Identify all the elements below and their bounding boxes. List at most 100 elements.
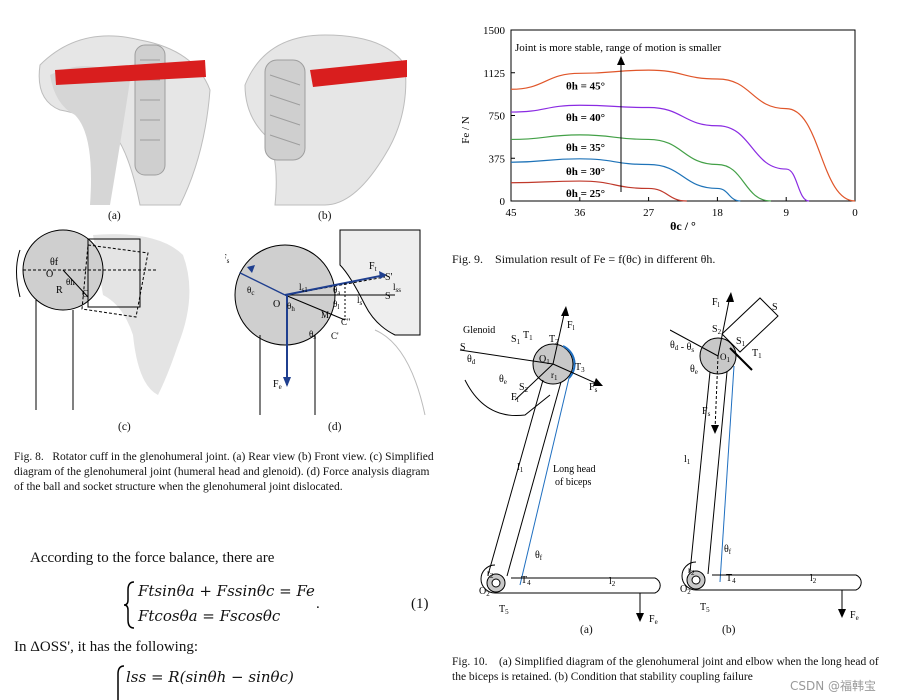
fig8-sublabel-c: (c) — [118, 421, 131, 433]
chart-xtick-label: 27 — [643, 207, 655, 219]
f10a-label-Fe: Fe — [649, 614, 658, 626]
chart-plot-frame — [510, 29, 856, 202]
f10b-label-thetads: θd - θs — [670, 340, 694, 354]
f10b-label-Fl: Fl — [712, 297, 720, 309]
d-label-S: S — [385, 291, 391, 302]
f10a-label-O1: O1 — [539, 354, 550, 366]
f10a-label-T5: T5 — [499, 604, 509, 616]
eq2-brace — [117, 665, 125, 700]
chart-series-line — [510, 134, 771, 202]
fig8-caption-text: Rotator cuff in the glenohumeral joint. … — [14, 451, 434, 493]
f10b-label-O2: O2 — [680, 584, 691, 596]
chart-ytick-label: 1500 — [483, 25, 506, 37]
fig10-diagram-b: Fl S S2 θd - θs S1 O1 T1 θe Fs l1 θf r2 … — [670, 292, 862, 622]
fig8-sublabel-d: (d) — [328, 421, 342, 433]
para-force-balance: According to the force balance, there ar… — [30, 550, 275, 566]
d-label-thetac: θc — [247, 285, 254, 297]
f10a-label-glenoid: Glenoid — [463, 325, 495, 336]
f10b-label-Fe: Fe — [850, 610, 859, 622]
fig9-caption: Fig. 9. Simulation result of Fe = f(θc) … — [452, 252, 892, 267]
chart-xtick-label: 9 — [783, 207, 789, 219]
f10b-label-thetaf: θf — [724, 544, 732, 556]
f10b-label-l2: l2 — [810, 573, 817, 585]
f10b-label-T1: T1 — [752, 348, 762, 360]
chart-series-line — [510, 69, 856, 202]
chart-ytick-label: 750 — [489, 111, 506, 123]
chart-xtick-label: 45 — [506, 207, 518, 219]
chart-ytick-label: 1125 — [483, 68, 505, 80]
chart-ytick-label: 0 — [500, 196, 506, 208]
chart-series-label: θh = 45° — [566, 80, 605, 92]
f10a-label-T3: T3 — [575, 362, 585, 374]
f10a-label-S2: S2 — [519, 382, 529, 394]
d-label-Fs: Fs — [225, 253, 230, 265]
watermark: CSDN @福韩宝 — [790, 679, 877, 693]
d-label-ls: ls — [357, 295, 363, 307]
fig8-sublabel-b: (b) — [318, 210, 332, 222]
fig8-photo-a — [20, 5, 215, 210]
eq1-brace — [123, 581, 135, 629]
f10a-label-ofbiceps: of biceps — [555, 477, 591, 488]
f10a-label-Ft: Ft — [511, 392, 519, 404]
eq1-number: (1) — [411, 596, 429, 612]
chart-ylabel: Fe / N — [460, 116, 472, 144]
fig10-sublabel-b: (b) — [722, 624, 736, 636]
f10a-label-l1: l1 — [517, 462, 524, 474]
c-label-O: O — [46, 269, 53, 280]
fig8-caption: Fig. 8. Rotator cuff in the glenohumeral… — [14, 450, 434, 495]
chart-series-label: θh = 25° — [566, 188, 605, 200]
fig10-diagram-a: Fl Glenoid S1 T1 T2 S θd O1 T3 r1 θe S2 … — [459, 306, 661, 626]
c-label-R: R — [56, 285, 63, 296]
d-label-Ft: Ft — [369, 261, 377, 273]
f10a-label-r1: r1 — [551, 370, 558, 382]
d-label-M: M — [321, 310, 329, 320]
c-label-thetaf: θf — [50, 257, 59, 268]
chart-series-label: θh = 30° — [566, 166, 605, 178]
d-label-thetaa: θa — [333, 285, 341, 297]
c-label-thetah: θh — [66, 277, 75, 287]
fig8-caption-label: Fig. 8. — [14, 451, 44, 463]
f10b-label-S: S — [772, 302, 778, 313]
f10b-label-Fs: Fs — [702, 406, 711, 418]
d-label-thetal: θl — [333, 299, 339, 311]
f10a-label-T2: T2 — [549, 334, 559, 346]
chart-xtick-label: 0 — [852, 207, 858, 219]
chart-series-label: θh = 40° — [566, 112, 605, 124]
chart-series-line — [510, 104, 810, 202]
f10a-label-Fl: Fl — [567, 320, 575, 332]
f10a-label-T1top: T1 — [523, 330, 533, 342]
chart-series-line — [510, 158, 741, 202]
f10b-label-S2: S2 — [712, 324, 722, 336]
d-label-O: O — [273, 299, 280, 310]
fig8-sublabel-a: (a) — [108, 210, 121, 222]
f10a-label-O2: O2 — [479, 586, 490, 598]
fig9-caption-label: Fig. 9. — [452, 252, 484, 266]
eq1-line2: Ftcosθa = Fscosθc — [138, 607, 281, 625]
f10b-label-T5: T5 — [700, 602, 710, 614]
eq2-line1: lss = R(sinθh − sinθc) — [126, 668, 294, 686]
chart-series-label: θh = 35° — [566, 142, 605, 154]
f10a-label-thetad: θd — [467, 354, 476, 366]
eq1-dot: . — [316, 596, 320, 612]
chart-xtick-label: 18 — [712, 207, 724, 219]
f10a-label-longhead: Long head — [553, 464, 596, 475]
chart-xtick-label: 36 — [574, 207, 586, 219]
f10b-label-thetae: θe — [690, 364, 698, 376]
fig8-diagram-d: Fs Ft S' lss S θc ls1 θa θl ls O θh M C'… — [225, 229, 426, 416]
f10a-label-T4: T4 — [521, 575, 531, 587]
f10b-label-r2: r2 — [688, 565, 695, 577]
f10a-label-thetae: θe — [499, 374, 507, 386]
d-label-lss: lss — [393, 282, 401, 294]
fig10-sublabel-a: (a) — [580, 624, 593, 636]
d-label-thetah: θh — [287, 301, 295, 313]
fig8-photo-b — [244, 34, 407, 206]
f10a-label-S: S — [460, 342, 466, 353]
eq1-line1: Ftsinθa + Fssinθc = Fe — [138, 582, 315, 600]
d-label-Fe: Fe — [273, 379, 282, 391]
chart-series-line — [510, 180, 687, 202]
fig10-caption-text: (a) Simplified diagram of the glenohumer… — [452, 656, 879, 683]
fig10-caption-label: Fig. 10. — [452, 656, 488, 668]
para-triangle: In ΔOSS', it has the following: — [14, 639, 199, 655]
d-label-thetas: θs — [309, 329, 316, 341]
